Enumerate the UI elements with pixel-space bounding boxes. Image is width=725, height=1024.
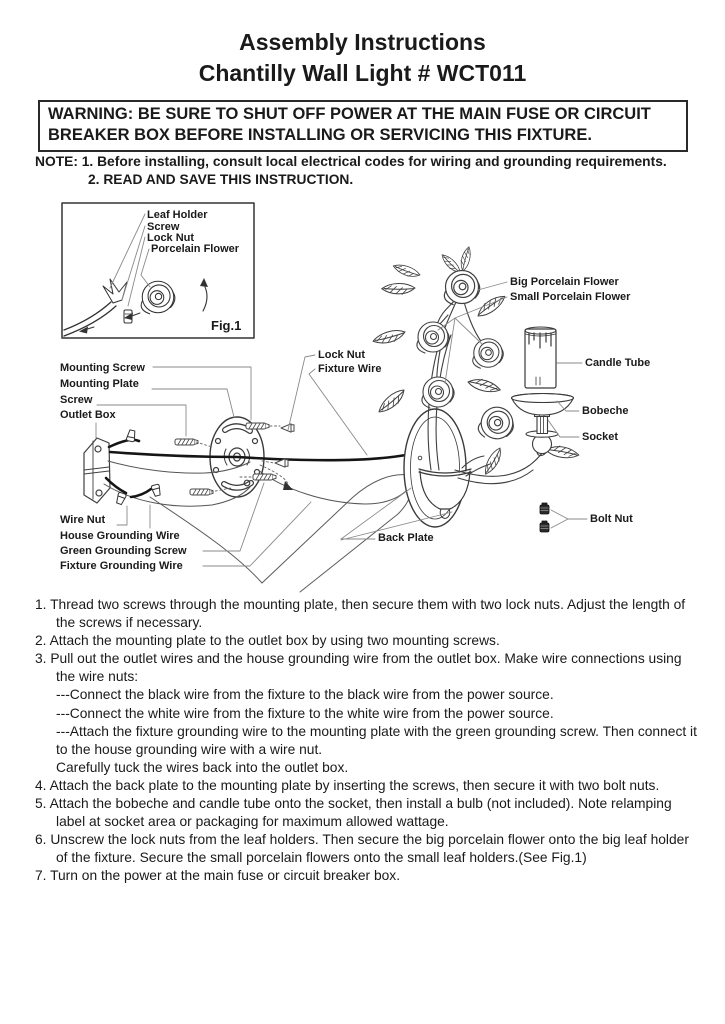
instruction-number: 5.: [35, 796, 50, 812]
instruction-text: Thread two screws through the mounting p…: [50, 597, 686, 631]
label-house-grounding-wire: House Grounding Wire: [60, 530, 180, 542]
instruction-item-4: 4. Attach the back plate to the mounting…: [35, 777, 703, 795]
instruction-number: 2.: [35, 633, 50, 649]
instructions-list: 1. Thread two screws through the mountin…: [35, 596, 703, 886]
label-outlet-box: Outlet Box: [60, 409, 116, 421]
instruction-text: Attach the back plate to the mounting pl…: [49, 777, 660, 793]
screws-drawing: [174, 422, 295, 496]
leader-lines: [95, 281, 588, 567]
diagram-line-art: [61, 202, 588, 593]
instruction-subitem: ---Connect the white wire from the fixtu…: [56, 705, 554, 721]
label-fixture-wire: Fixture Wire: [318, 363, 382, 375]
instruction-text: Turn on the power at the main fuse or ci…: [50, 868, 401, 884]
note-block: NOTE: 1. Before installing, consult loca…: [35, 153, 667, 188]
instruction-text: Attach the bobeche and candle tube onto …: [49, 796, 672, 830]
product-title: Chantilly Wall Light # WCT011: [198, 60, 527, 86]
label-wire-nut: Wire Nut: [60, 514, 106, 526]
label-green-grounding-screw: Green Grounding Screw: [60, 545, 187, 557]
fig1-label-porcelain-flower: Porcelain Flower: [151, 243, 240, 255]
instruction-number: 4.: [35, 777, 50, 793]
label-bolt-nut: Bolt Nut: [590, 513, 633, 525]
back-plate-cup-drawing: [418, 468, 472, 519]
label-bobeche: Bobeche: [582, 405, 629, 417]
warning-box: WARNING: BE SURE TO SHUT OFF POWER AT TH…: [38, 100, 688, 152]
socket-assembly-drawing: [510, 326, 575, 455]
outlet-box-drawing: [83, 437, 111, 504]
instruction-number: 7.: [35, 868, 51, 884]
back-plate-drawing: [403, 408, 467, 528]
instruction-text: Attach the mounting plate to the outlet …: [49, 633, 500, 649]
wires-drawing: [103, 438, 408, 507]
note-line-2: 2. READ AND SAVE THIS INSTRUCTION.: [88, 171, 354, 187]
instruction-item-5: 5. Attach the bobeche and candle tube on…: [35, 795, 703, 831]
fig1-label-screw: Screw: [147, 221, 180, 233]
label-mounting-plate: Mounting Plate: [60, 378, 139, 390]
label-mounting-screw: Mounting Screw: [60, 362, 145, 374]
assembly-diagram: Leaf Holder Screw Lock Nut Porcelain Flo…: [0, 195, 725, 595]
instruction-subitem: Carefully tuck the wires back into the o…: [56, 759, 349, 775]
note-line-1: NOTE: 1. Before installing, consult loca…: [35, 154, 667, 169]
label-fixture-grounding-wire: Fixture Grounding Wire: [60, 560, 183, 572]
fig1-label-lock-nut: Lock Nut: [147, 232, 195, 244]
page-title: Assembly Instructions: [239, 29, 486, 55]
label-back-plate: Back Plate: [378, 532, 434, 544]
label-candle-tube: Candle Tube: [585, 357, 651, 369]
instruction-text: Unscrew the lock nuts from the leaf hold…: [50, 832, 689, 866]
instruction-item-7: 7. Turn on the power at the main fuse or…: [35, 867, 703, 885]
label-small-porcelain-flower: Small Porcelain Flower: [510, 291, 631, 303]
label-socket: Socket: [582, 431, 619, 443]
label-screw: Screw: [60, 394, 93, 406]
fig1-drawing: [61, 202, 255, 339]
instruction-text: Pull out the outlet wires and the house …: [50, 651, 682, 685]
bolt-nuts-drawing: [539, 502, 550, 533]
instruction-number: 1.: [35, 597, 51, 612]
instruction-subitem: ---Connect the black wire from the fixtu…: [56, 687, 554, 703]
label-big-porcelain-flower: Big Porcelain Flower: [510, 276, 619, 288]
instruction-item-2: 2. Attach the mounting plate to the outl…: [35, 632, 703, 650]
instruction-item-1: 1. Thread two screws through the mountin…: [35, 596, 703, 632]
instruction-number: 6.: [35, 832, 51, 848]
fixture-arm-drawing: [149, 474, 411, 593]
label-lock-nut: Lock Nut: [318, 349, 366, 361]
instruction-number: 3.: [35, 651, 51, 667]
instruction-item-6: 6. Unscrew the lock nuts from the leaf h…: [35, 831, 703, 867]
instruction-subitem: ---Attach the fixture grounding wire to …: [56, 723, 697, 757]
instruction-item-3: 3. Pull out the outlet wires and the hou…: [35, 650, 703, 686]
fig1-label-leaf-holder: Leaf Holder: [147, 209, 208, 221]
fig1-caption: Fig.1: [211, 318, 242, 333]
